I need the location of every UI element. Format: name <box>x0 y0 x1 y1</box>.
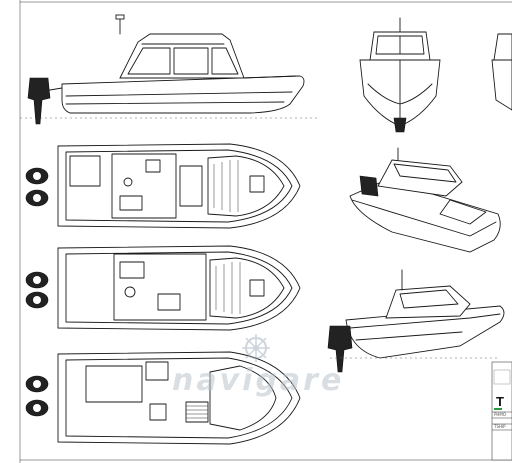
stern-view-partial <box>491 33 512 111</box>
title-block-brand: T <box>496 394 504 409</box>
side-window-mid <box>173 47 209 75</box>
roof-foredeck-sunpad <box>209 257 285 319</box>
perspective-sheer-upper <box>351 199 497 237</box>
hardtop-roof <box>113 253 207 321</box>
roof-teak-lines <box>215 262 241 314</box>
table-round <box>123 177 133 187</box>
perspective-sheer-lower <box>349 313 501 329</box>
perspective-foredeck-upper <box>439 199 487 225</box>
companionway-steps <box>185 401 209 423</box>
roof-plan-inner-line <box>65 251 293 325</box>
foredeck-sunpad <box>207 155 285 217</box>
forward-hatch <box>249 175 265 193</box>
bow-spray-rail <box>367 83 433 105</box>
hull-chine-line <box>65 91 293 97</box>
v-berth-forward <box>209 365 277 431</box>
navigare-watermark: navigare <box>172 334 344 398</box>
roof-forward-hatch <box>249 279 265 297</box>
perspective-hull-lower <box>345 305 505 359</box>
head-toilet <box>149 403 167 421</box>
hull-profile <box>61 75 305 114</box>
outboard-engine-icon <box>327 325 353 373</box>
helm-seat <box>119 195 143 211</box>
bow-engine-skeg <box>393 117 407 133</box>
stern-cabin-partial <box>493 33 512 61</box>
roof-plan-hull-outline <box>57 245 301 331</box>
perspective-cabin-lower <box>385 285 471 319</box>
title-block-line-3: TSHIP <box>493 424 506 429</box>
sink-unit <box>145 159 161 173</box>
windshield <box>375 35 425 55</box>
title-block-accent-bar <box>494 408 502 410</box>
roof-skylight-fwd <box>157 293 181 311</box>
deck-plan-view <box>25 143 301 229</box>
twin-outboards-plan-1 <box>25 167 49 207</box>
deck-plan-inner-line <box>65 149 293 223</box>
twin-outboards-plan-3 <box>25 375 49 417</box>
roof-plan-view <box>25 245 301 331</box>
interior-plan-hull-outline <box>57 351 301 445</box>
outboard-engine-icon <box>359 175 379 197</box>
perspective-roof-upper <box>393 163 457 183</box>
outboard-engine-icon <box>27 77 51 125</box>
roof-skylight-aft <box>119 261 145 279</box>
bow-front-view <box>359 17 441 133</box>
perspective-window-lower <box>399 289 459 309</box>
aft-bench <box>69 155 101 187</box>
twin-outboards-plan-2 <box>25 271 49 309</box>
teak-deck-lines <box>213 160 239 212</box>
title-block: T PHMO TSHIP <box>491 361 512 461</box>
watermark-text: navigare <box>172 363 344 398</box>
title-block-line-1: PHMO <box>494 412 506 417</box>
dashboard-console <box>179 165 203 207</box>
galley-unit <box>145 361 169 381</box>
ship-wheel-anchor-logo-icon <box>242 334 270 362</box>
engine-bracket <box>49 87 63 91</box>
side-window-aft <box>127 47 171 75</box>
side-window-fwd <box>211 47 239 75</box>
title-block-frame <box>491 361 512 461</box>
aft-cabin-berth <box>85 365 143 403</box>
side-profile-view <box>20 14 320 125</box>
interior-plan-view <box>25 351 301 445</box>
deck-plan-hull-outline <box>57 143 301 229</box>
hull-strake-line <box>65 101 285 105</box>
cockpit-area <box>111 153 177 219</box>
title-block-cell <box>493 369 511 385</box>
steps-treads <box>186 405 208 419</box>
radar-antenna <box>115 14 125 20</box>
stern-hull-partial <box>491 59 512 111</box>
roof-vent <box>124 286 136 298</box>
foredeck-rail <box>243 75 297 79</box>
interior-plan-inner-line <box>65 357 293 439</box>
perspective-view-upper <box>349 147 501 253</box>
perspective-chine-lower <box>355 331 463 341</box>
perspective-view-lower <box>327 269 505 373</box>
